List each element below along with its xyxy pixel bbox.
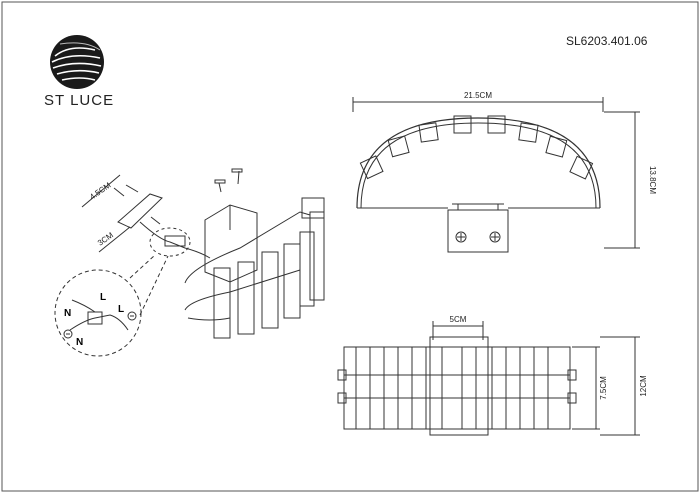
width-label: 21.5CM — [464, 91, 492, 100]
mount-height-label: 7.5CM — [599, 376, 608, 400]
terminal-block — [164, 235, 186, 247]
mounting-bracket — [117, 193, 163, 229]
mount-plate — [447, 209, 509, 253]
bracket-length-label: 4.5CM — [88, 181, 113, 202]
crystal-bar — [213, 267, 231, 339]
brand-name: ST LUCE — [44, 92, 115, 109]
wire-l-top: L — [100, 292, 106, 303]
front-view — [337, 321, 640, 436]
canopy-block — [204, 204, 258, 283]
crystal-block — [387, 135, 410, 158]
depth-label: 12CM — [639, 375, 648, 397]
crystal-block — [545, 135, 568, 158]
crystal-block — [453, 115, 472, 134]
crystal-block — [487, 115, 506, 134]
screw-icon — [113, 168, 243, 225]
crystal-block — [569, 155, 594, 180]
height-label: 13.8CM — [648, 166, 657, 194]
product-code: SL6203.401.06 — [566, 34, 648, 48]
front-mount-plate — [429, 336, 489, 436]
crystal-block — [359, 155, 384, 180]
crystal-block — [518, 122, 539, 143]
sphere-logo-icon — [50, 35, 104, 89]
wire-n-top: N — [64, 308, 71, 319]
ground-symbol-icon — [63, 311, 137, 339]
mount-width-label: 5CM — [450, 315, 467, 324]
isometric-view — [54, 168, 325, 357]
crystal-block — [418, 122, 439, 143]
wire-l-right: L — [118, 304, 124, 315]
top-view — [352, 97, 640, 253]
wire-n-bottom: N — [76, 337, 83, 348]
bracket-width-label: 3CM — [96, 230, 115, 247]
